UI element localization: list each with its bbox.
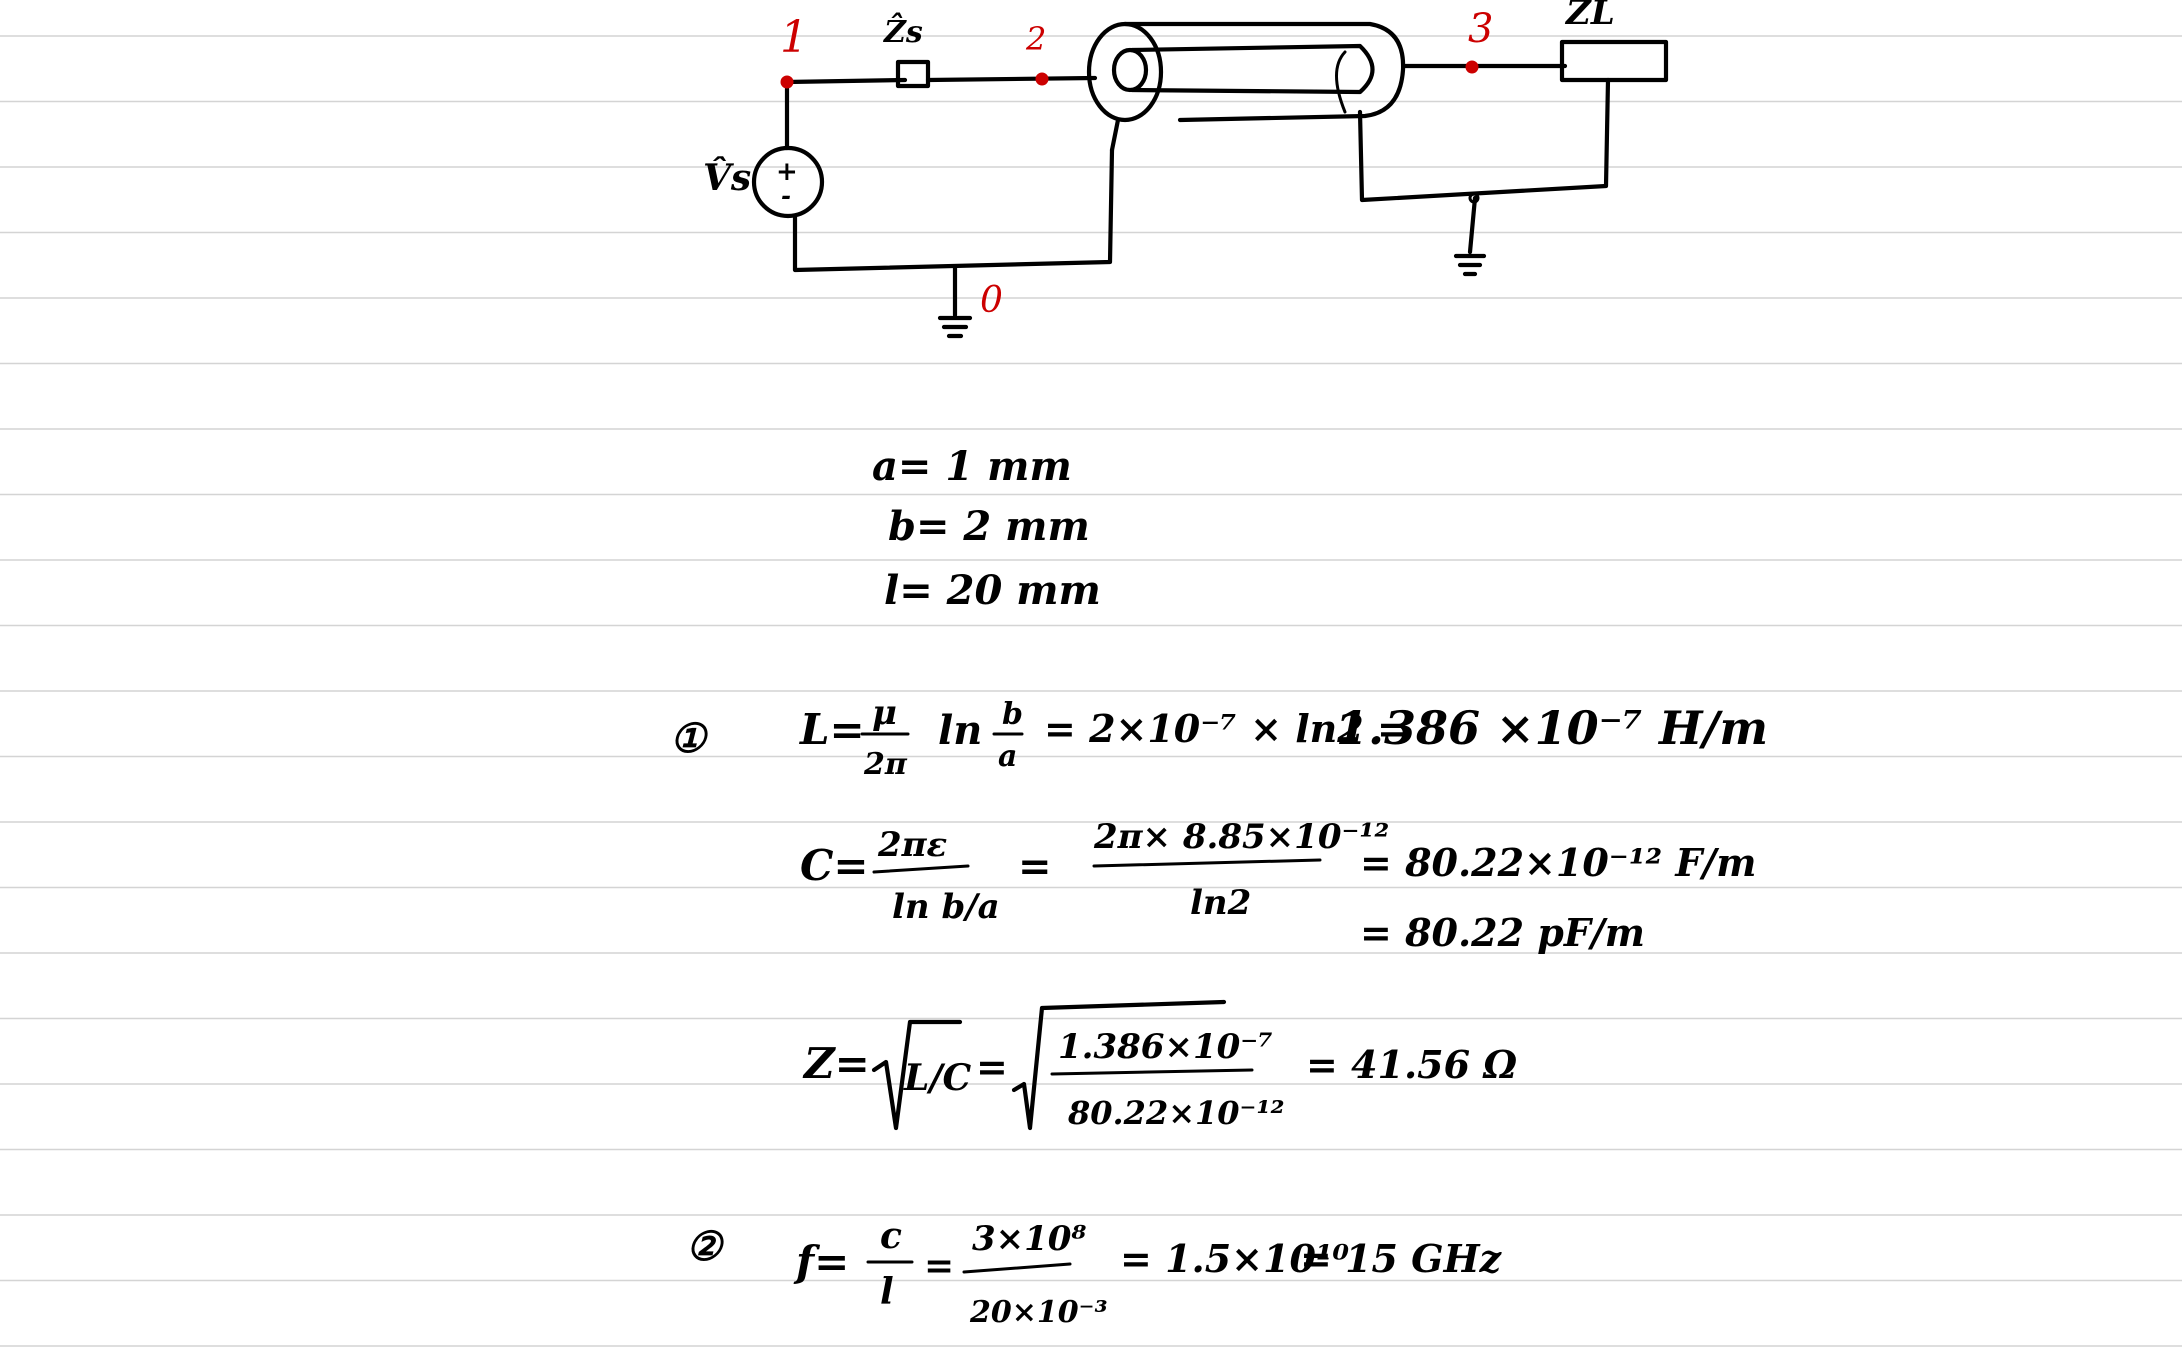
coax-inner-conductor (1129, 43, 1375, 95)
ground-right-symbol (1453, 195, 1487, 277)
C-den2: ln2 (1190, 883, 1251, 923)
given-a: a= 1 mm (872, 443, 1072, 490)
Z-eq: = (976, 1044, 1008, 1089)
Z-num: 1.386×10⁻⁷ (1058, 1027, 1273, 1067)
C-result1: = 80.22×10⁻¹² F/m (1360, 840, 1756, 885)
circuit-diagram: + - 1 2 3 0 V̂s Ẑs ZL (703, 0, 1669, 339)
f-result1: = 1.5×10¹⁰ (1120, 1236, 1350, 1281)
Z-sqrt2-sign (1011, 999, 1227, 1131)
Z-lhs: Z= (802, 1039, 870, 1088)
given-l: l= 20 mm (884, 567, 1101, 614)
L-ln-num: b (1002, 697, 1023, 732)
f-result2: = 15 GHz (1300, 1236, 1503, 1281)
node-label-2: 2 (1025, 20, 1046, 58)
coax-inner-conductor-left (1111, 47, 1149, 93)
C-den1: ln b/a (892, 887, 1000, 927)
given-b: b= 2 mm (888, 503, 1090, 550)
wire-source-to-ground (792, 147, 1115, 273)
wire-zs-to-coax (925, 75, 1098, 83)
node-label-1: 1 (780, 12, 808, 63)
f-den1: l (880, 1271, 894, 1313)
f-num2: 3×10⁸ (972, 1219, 1086, 1259)
step1-marker: ① (670, 715, 709, 762)
wire-load-return (1357, 77, 1611, 203)
L-frac-den: 2π (863, 747, 908, 782)
f-lhs: f= (793, 1237, 849, 1286)
L-ln-den: a (998, 739, 1017, 774)
f-bar2 (962, 1262, 1072, 1274)
Z-sqrt1-inner: L/C (903, 1057, 971, 1099)
ground-junction-dot (1468, 192, 1480, 204)
step2-frequency: ② f= c l = 3×10⁸ 20×10⁻³ = 1.5×10¹⁰ = 15… (686, 1215, 1503, 1330)
source-plus-sign: + (776, 157, 798, 187)
C-num2: 2π× 8.85×10⁻¹² (1093, 817, 1389, 857)
load-impedance-box (1559, 39, 1669, 83)
ruled-lines (0, 35, 2182, 1347)
coax-outer-shell (1122, 21, 1406, 123)
node-2-dot (1035, 72, 1049, 86)
series-impedance-label: Ẑs (883, 12, 923, 50)
given-values: a= 1 mm b= 2 mm l= 20 mm (872, 443, 1101, 614)
C-eq1: = (1018, 843, 1052, 890)
wire-node1-to-zs (784, 77, 908, 85)
C-num1: 2πε (877, 825, 947, 865)
L-result: 1.386 ×10⁻⁷ H/m (1336, 701, 1768, 755)
C-bar2 (1092, 858, 1322, 868)
node-3-dot (1465, 60, 1479, 74)
C-result2: = 80.22 pF/m (1360, 910, 1645, 955)
L-ln: ln (938, 707, 982, 754)
Z-sqrt1-sign (871, 1019, 963, 1131)
C-lhs: C= (800, 841, 869, 890)
f-eq1: = (924, 1245, 954, 1287)
C-bar1 (872, 864, 970, 874)
load-label: ZL (1564, 0, 1615, 33)
source-label: V̂s (703, 156, 751, 199)
f-num1: c (880, 1215, 902, 1257)
series-impedance-box (895, 59, 931, 89)
node-label-3: 3 (1468, 6, 1493, 52)
ground-node0-symbol (937, 265, 973, 339)
f-den2: 20×10⁻³ (969, 1295, 1108, 1330)
coax-right-end-arc (1335, 50, 1347, 114)
Z-result: = 41.56 Ω (1306, 1042, 1517, 1087)
step1-inductance: ① L= μ 2π ln b a = 2×10⁻⁷ × ln2 = 1.386 … (670, 693, 1768, 782)
step2-marker: ② (686, 1223, 725, 1270)
coax-outer-left-end (1086, 21, 1164, 123)
node-label-0: 0 (980, 280, 1003, 321)
node-1-dot (780, 75, 794, 89)
coax-shield-left-ground-wire (1109, 117, 1121, 153)
Z-bar (1050, 1068, 1254, 1076)
L-lhs: L= (799, 705, 865, 754)
voltage-source-symbol (751, 145, 825, 219)
step1-impedance: Z= L/C = 1.386×10⁻⁷ 80.22×10⁻¹² = 41.56 … (802, 999, 1517, 1132)
Z-den: 80.22×10⁻¹² (1067, 1094, 1284, 1132)
L-frac-num: μ (872, 693, 897, 733)
step1-capacitance: C= 2πε ln b/a = 2π× 8.85×10⁻¹² ln2 = 80.… (800, 817, 1756, 955)
source-minus-sign: - (781, 181, 791, 210)
L-mid: = 2×10⁻⁷ × ln2 = (1044, 706, 1409, 751)
